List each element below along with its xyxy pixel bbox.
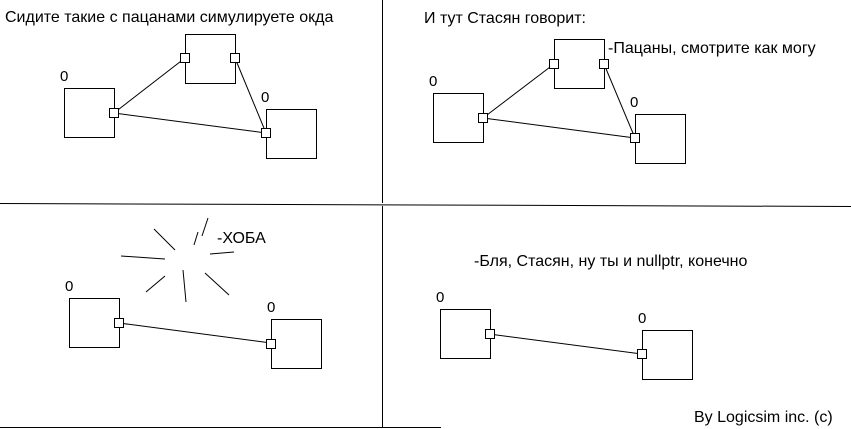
panel-2-speech: -Пацаны, смотрите как могу [608, 40, 816, 57]
panel-2-circuit [433, 39, 686, 164]
wire [482, 63, 555, 119]
output-value-label: 0 [267, 299, 276, 316]
output-value-label: 0 [261, 89, 270, 106]
pin [266, 339, 276, 349]
input-value-label: 0 [429, 73, 438, 90]
burst-stroke [209, 251, 235, 255]
input-value-label: 0 [65, 278, 74, 295]
output-node-box [642, 330, 693, 380]
output-value-label: 0 [630, 94, 639, 111]
wire [482, 117, 636, 139]
wire [118, 322, 272, 344]
gate-box [554, 39, 605, 89]
burst-stroke [153, 228, 176, 251]
output-node-box [271, 319, 322, 369]
input-node-box [440, 309, 491, 359]
burst-stroke [120, 255, 166, 260]
panel-3-circuit [69, 298, 322, 369]
pin [109, 108, 119, 118]
panel-4-circuit [440, 309, 693, 380]
pin [261, 128, 271, 138]
burst-stroke [201, 217, 209, 237]
pin [485, 329, 495, 339]
input-value-label: 0 [436, 289, 445, 306]
pin [549, 59, 559, 69]
burst-stroke [204, 272, 230, 296]
burst-stroke [182, 269, 187, 303]
input-node-box [433, 93, 484, 143]
output-node-box [635, 114, 686, 164]
input-node-box [64, 88, 115, 138]
input-value-label: 0 [60, 68, 69, 85]
pin [478, 113, 488, 123]
burst-stroke [193, 231, 199, 246]
panel-2-caption: И тут Стасян говорит: [424, 10, 586, 27]
wire [234, 57, 267, 134]
pin [180, 53, 190, 63]
horizontal-divider [0, 203, 851, 207]
wire [488, 333, 643, 355]
burst-stroke [145, 275, 166, 293]
output-node-box [266, 109, 317, 159]
wire [113, 112, 267, 134]
credit-text: By Logicsim inc. (c) [694, 409, 833, 426]
pin [630, 133, 640, 143]
pin [637, 349, 647, 359]
panel-4-speech: -Бля, Стасян, ну ты и nullptr, конечно [474, 253, 748, 270]
pin [114, 318, 124, 328]
input-node-box [69, 298, 120, 348]
poof-burst [120, 217, 235, 303]
output-value-label: 0 [638, 310, 647, 327]
gate-box [185, 34, 236, 84]
panel-1-circuit [64, 34, 317, 159]
pin [599, 59, 609, 69]
wire [113, 57, 186, 114]
panel-3-speech: -ХОБА [217, 230, 266, 247]
pin [230, 53, 240, 63]
panel-1-caption: Сидите такие с пацанами симулируете окда [5, 9, 334, 26]
wire [603, 63, 636, 139]
